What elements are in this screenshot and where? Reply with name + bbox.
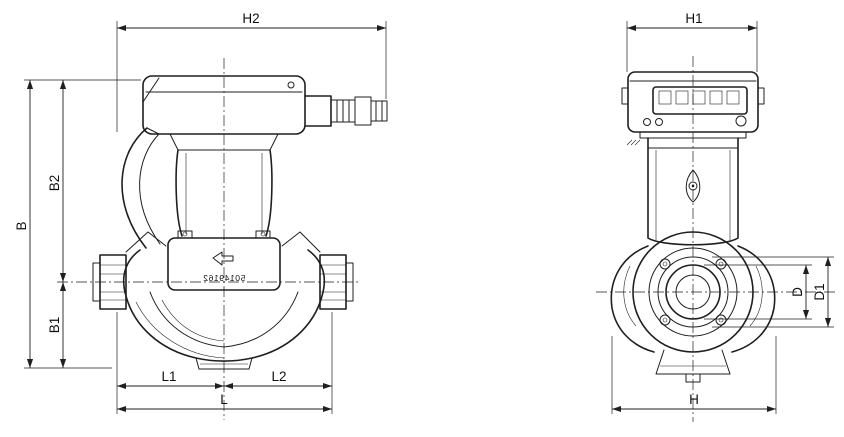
dim-label-b1: B1	[47, 317, 62, 334]
button-left	[643, 118, 651, 126]
dim-label-l: L	[220, 392, 228, 407]
right-union	[319, 254, 354, 310]
part-number: 50149162	[203, 273, 246, 283]
dim-label-b2: B2	[47, 175, 62, 192]
dim-label-h1: H1	[685, 11, 702, 26]
gussets	[125, 231, 321, 253]
dim-label-d: D	[790, 287, 805, 297]
support-blade	[121, 127, 161, 249]
nameplate-band	[167, 230, 281, 291]
button-right	[655, 118, 663, 126]
dim-label-l1: L1	[161, 369, 176, 384]
volute-side	[122, 249, 326, 370]
volute-front	[610, 231, 776, 383]
display-bezel	[652, 86, 748, 115]
cable-pins	[626, 139, 641, 146]
motor-body-side	[169, 133, 279, 237]
dim-label-b: B	[14, 221, 29, 230]
dim-label-h: H	[689, 392, 699, 407]
dim-label-l2: L2	[271, 369, 286, 384]
dim-label-h2: H2	[242, 11, 259, 26]
pump-front-illustration	[610, 71, 776, 383]
cable-gland	[304, 95, 388, 127]
control-box-front	[621, 71, 765, 146]
flange-bolts	[659, 258, 727, 326]
pump-side-illustration: 50149162	[92, 75, 388, 370]
left-union	[92, 254, 127, 310]
centerlines	[57, 56, 838, 422]
dial-button	[735, 115, 747, 127]
dim-label-d1: D1	[812, 283, 827, 300]
flow-arrow-icon	[212, 251, 234, 266]
display-segments	[658, 90, 740, 105]
control-box-side	[142, 75, 306, 135]
motor-body-front	[647, 137, 739, 246]
dimensions-side-view: H2 B B2 B1 L1 L2 L	[14, 11, 387, 414]
dimensions-front-view: H1 D D1 H	[611, 11, 834, 414]
